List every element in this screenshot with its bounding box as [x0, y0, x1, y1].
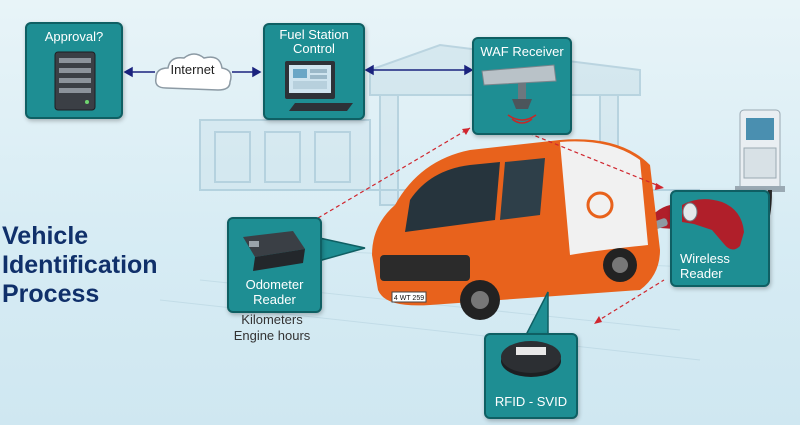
fuel-station-label-line2: Control — [293, 41, 335, 56]
internet-label: Internet — [170, 62, 215, 77]
wireless-label-line2: Reader — [680, 266, 723, 281]
approval-label: Approval? — [44, 29, 104, 44]
link-odometer-waf — [317, 127, 471, 219]
odometer-caption-line2: Engine hours — [233, 328, 311, 343]
cloud-icon — [154, 53, 232, 91]
title-line-3: Process — [2, 280, 100, 308]
link-waf-wireless — [515, 127, 665, 189]
approval-node: Approval? — [25, 22, 123, 119]
title-line-2: Identification — [2, 251, 158, 279]
odometer-reader-node: Odometer Reader — [227, 217, 322, 313]
waf-receiver-label: WAF Receiver — [480, 44, 564, 59]
odometer-label-line1: Odometer — [245, 277, 304, 292]
van-illustration: 4 WT 259 — [372, 139, 660, 320]
fuel-pump-icon — [735, 109, 785, 192]
fuel-station-node: Fuel Station Control — [263, 23, 365, 120]
odometer-device-icon — [243, 231, 305, 271]
diagram-title: Vehicle Identification Process — [2, 222, 158, 309]
rfid-tag-icon — [501, 341, 561, 377]
fuel-station-label-line1: Fuel Station — [279, 27, 349, 42]
waf-receiver-node: WAF Receiver — [472, 37, 572, 135]
link-rfid-wireless — [595, 279, 665, 323]
internet-cloud: Internet — [150, 50, 235, 96]
rfid-svid-node: RFID - SVID — [484, 333, 578, 419]
odometer-label-line2: Reader — [253, 292, 296, 307]
rfid-pointer — [524, 291, 549, 336]
title-line-1: Vehicle — [2, 222, 89, 250]
wireless-label-line1: Wireless — [680, 251, 730, 266]
odometer-pointer — [314, 236, 366, 263]
rfid-label: RFID - SVID — [494, 394, 568, 409]
odometer-caption: Kilometers Engine hours — [222, 312, 322, 344]
wireless-reader-node: Wireless Reader — [670, 190, 770, 287]
odometer-caption-line1: Kilometers — [241, 312, 303, 327]
computer-icon — [285, 61, 353, 111]
van-plate: 4 WT 259 — [394, 295, 424, 302]
server-icon — [54, 51, 96, 111]
receiver-camera-icon — [481, 64, 557, 124]
